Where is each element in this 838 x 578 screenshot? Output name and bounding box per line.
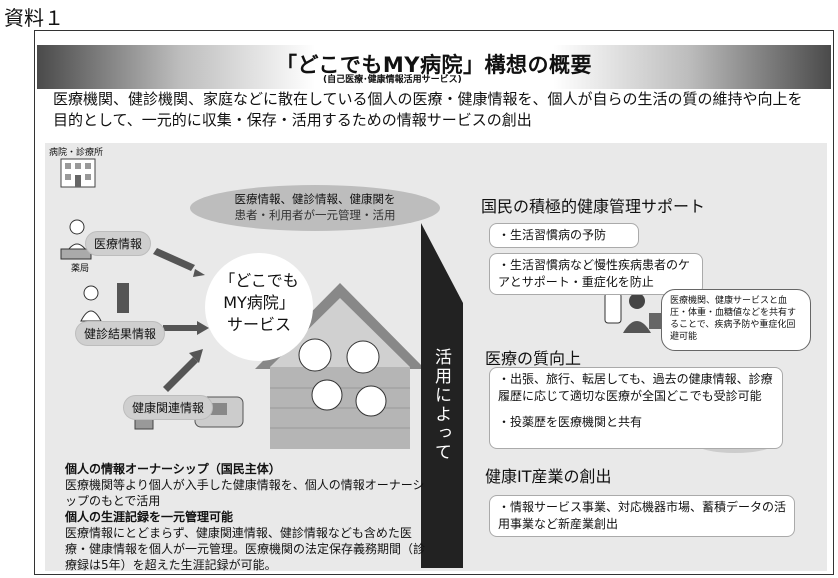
ellipse-line2: 患者・利用者が一元管理・活用 (234, 208, 396, 222)
intro-text: 医療機関、健診機関、家庭などに散在している個人の医療・健康情報を、個人が自らの生… (53, 90, 803, 129)
service-line3: サービス (226, 315, 291, 334)
banner-title: 「どこでもMY病院」構想の概要 (276, 53, 592, 77)
h3-item1: ・情報サービス事業、対応機器市場、蓄積データの活用事業など新産業創出 (489, 495, 795, 537)
hospital-label: 病院・診療所 (49, 148, 104, 158)
note-title1: 個人の情報オーナーシップ（国民主体） (65, 462, 281, 476)
heading-health-management: 国民の積極的健康管理サポート (481, 197, 706, 216)
utilization-arrow (421, 223, 463, 568)
notes-block: 個人の情報オーナーシップ（国民主体） 医療機関等より個人が入手した健康情報を、個… (65, 461, 425, 573)
heading-quality: 医療の質向上 (485, 349, 582, 368)
pharmacist-icon (80, 283, 129, 322)
banner-subtitle: (自己医療･健康情報活用サービス) (323, 75, 462, 85)
info-checkup: 健診結果情報 (75, 321, 166, 346)
diagram-frame: 「どこでもMY病院」構想の概要 (自己医療･健康情報活用サービス) 医療機関、健… (34, 30, 834, 575)
document-label: 資料１ (4, 6, 64, 30)
flow-arrows (153, 248, 209, 392)
h2-box: ・出張、旅行、転居しても、過去の健康情報、診療履歴に応じて適切な医療が全国どこで… (489, 367, 783, 449)
pharmacy-label: 薬局 (71, 264, 90, 274)
info-medical: 医療情報 (85, 231, 152, 256)
phone-user-icon (604, 292, 671, 333)
h2-item2: ・投薬歴を医療機関と共有 (498, 415, 643, 429)
h1-item1: ・生活習慣病の予防 (489, 223, 639, 248)
note-body1: 医療機関等より個人が入手した健康情報を、個人の情報オーナーシップのもとで活用 (65, 478, 425, 508)
info-health: 健康関連情報 (123, 395, 214, 420)
central-ellipse: 医療情報、健診情報、健康関を 患者・利用者が一元管理・活用 (190, 185, 440, 231)
note-title2: 個人の生涯記録を一元管理可能 (65, 510, 234, 524)
doctor-icon (60, 219, 92, 260)
h1-item2: ・生活習慣病など慢性疾病患者のケアとサポート・重症化を防止 (489, 253, 703, 295)
house-illustration (255, 283, 425, 449)
heading-it-industry: 健康IT産業の創出 (485, 467, 612, 486)
speech-bubble: 医療機関、健康サービスと血圧・体重・血糖値などを共有することで、疾病予防や重症化… (661, 289, 811, 351)
h2-item1: ・出張、旅行、転居しても、過去の健康情報、診療履歴に応じて適切な医療が全国どこで… (498, 372, 773, 403)
service-line2: MY病院」 (223, 293, 295, 312)
service-circle: 「どこでも MY病院」 サービス (205, 253, 313, 361)
ellipse-line1: 医療情報、健診情報、健康関を (234, 192, 396, 206)
utilization-arrow-text: 活用によって (431, 348, 451, 462)
title-banner: 「どこでもMY病院」構想の概要 (自己医療･健康情報活用サービス) (37, 45, 831, 89)
note-body2: 医療情報にとどまらず、健康関連情報、健診情報なども含めた医療・健康情報を個人が一… (65, 526, 426, 572)
service-line1: 「どこでも (219, 271, 299, 290)
hospital-icon (60, 158, 96, 188)
lower-panel: 病院・診療所 薬局 医療情報 健診結果情報 健康関連情報 医療情報、健診情報、健… (45, 143, 827, 573)
